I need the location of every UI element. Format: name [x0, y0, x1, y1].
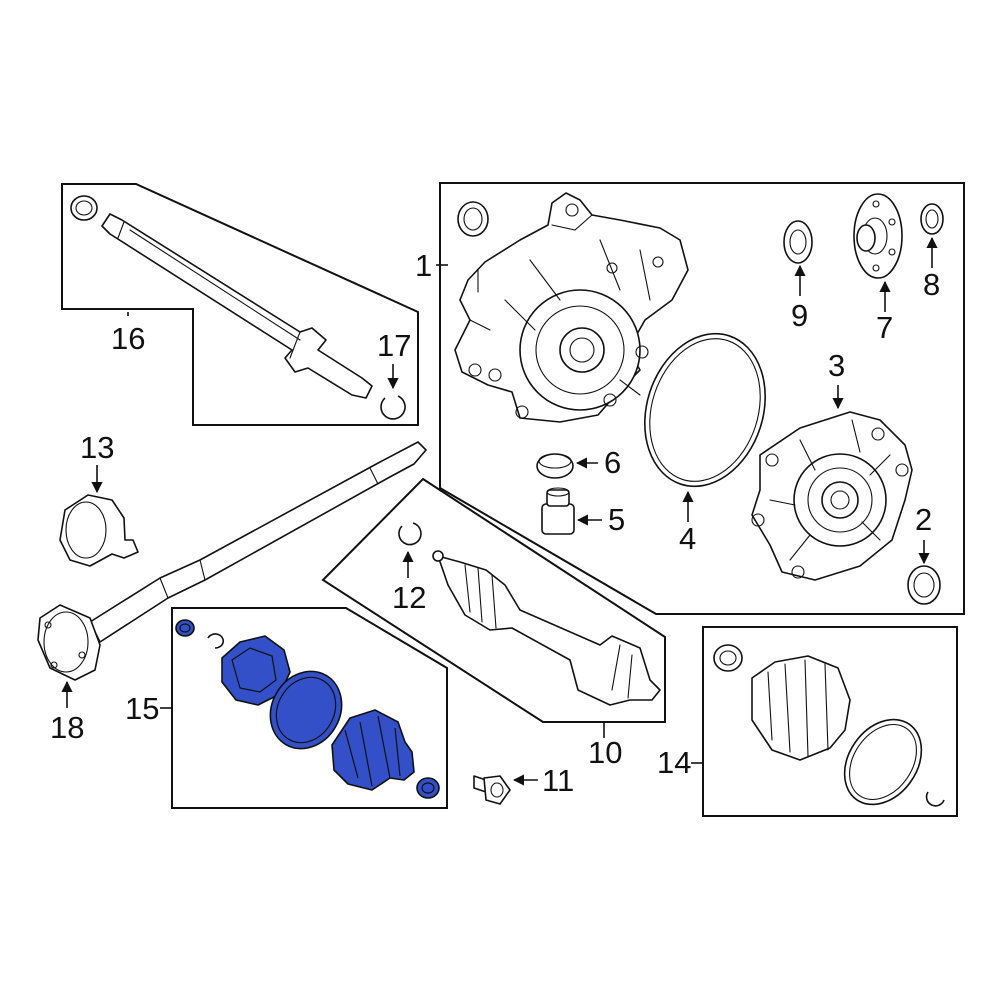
bolt[interactable]: [473, 775, 511, 805]
differential-housing[interactable]: [454, 192, 689, 423]
gasket[interactable]: [626, 318, 785, 502]
axle-seal[interactable]: [70, 195, 98, 221]
callout-10: 10: [588, 735, 622, 770]
callout-4: 4: [679, 521, 696, 556]
differential-seal[interactable]: [457, 201, 489, 237]
half-shaft[interactable]: [432, 550, 661, 706]
callout-3: 3: [828, 348, 845, 383]
snap-ring-12[interactable]: [398, 522, 422, 546]
axle-shaft-group-frame: [61, 183, 419, 426]
seal-6[interactable]: [536, 453, 574, 479]
cv-boot-kit[interactable]: [175, 619, 440, 799]
outer-boot-kit[interactable]: [713, 644, 945, 819]
bushing[interactable]: [541, 487, 575, 535]
callout-12: 12: [392, 580, 426, 615]
seal-8[interactable]: [920, 203, 944, 235]
flange[interactable]: [853, 193, 903, 279]
callout-11: 11: [542, 763, 574, 798]
callout-18: 18: [50, 710, 84, 745]
callout-7: 7: [876, 310, 893, 345]
callout-13: 13: [80, 430, 114, 465]
callout-2: 2: [915, 502, 932, 537]
differential-cover[interactable]: [751, 411, 913, 581]
callout-labels: 1 2 3 4 5 6 7 8 9 10 11 12 13 14 15 16 1…: [50, 248, 940, 798]
boot-kit-group-frame[interactable]: [171, 607, 448, 809]
callout-17: 17: [377, 328, 411, 363]
bearing[interactable]: [783, 220, 813, 264]
callout-8: 8: [923, 267, 940, 302]
callout-16: 16: [111, 321, 145, 356]
callout-9: 9: [791, 298, 808, 333]
callout-14: 14: [657, 745, 691, 780]
callout-1: 1: [415, 248, 432, 283]
callout-6: 6: [604, 445, 621, 480]
outer-boot-group-frame: [702, 626, 958, 817]
differential-group-frame: [439, 182, 965, 615]
leader-lines: [61, 236, 938, 786]
callout-5: 5: [608, 502, 625, 537]
callout-15: 15: [125, 691, 159, 726]
drive-shaft[interactable]: [37, 441, 427, 681]
cv-joint[interactable]: [59, 494, 139, 567]
seal-2[interactable]: [907, 565, 941, 605]
axle-shaft[interactable]: [101, 213, 373, 399]
snap-ring-17[interactable]: [380, 395, 406, 420]
